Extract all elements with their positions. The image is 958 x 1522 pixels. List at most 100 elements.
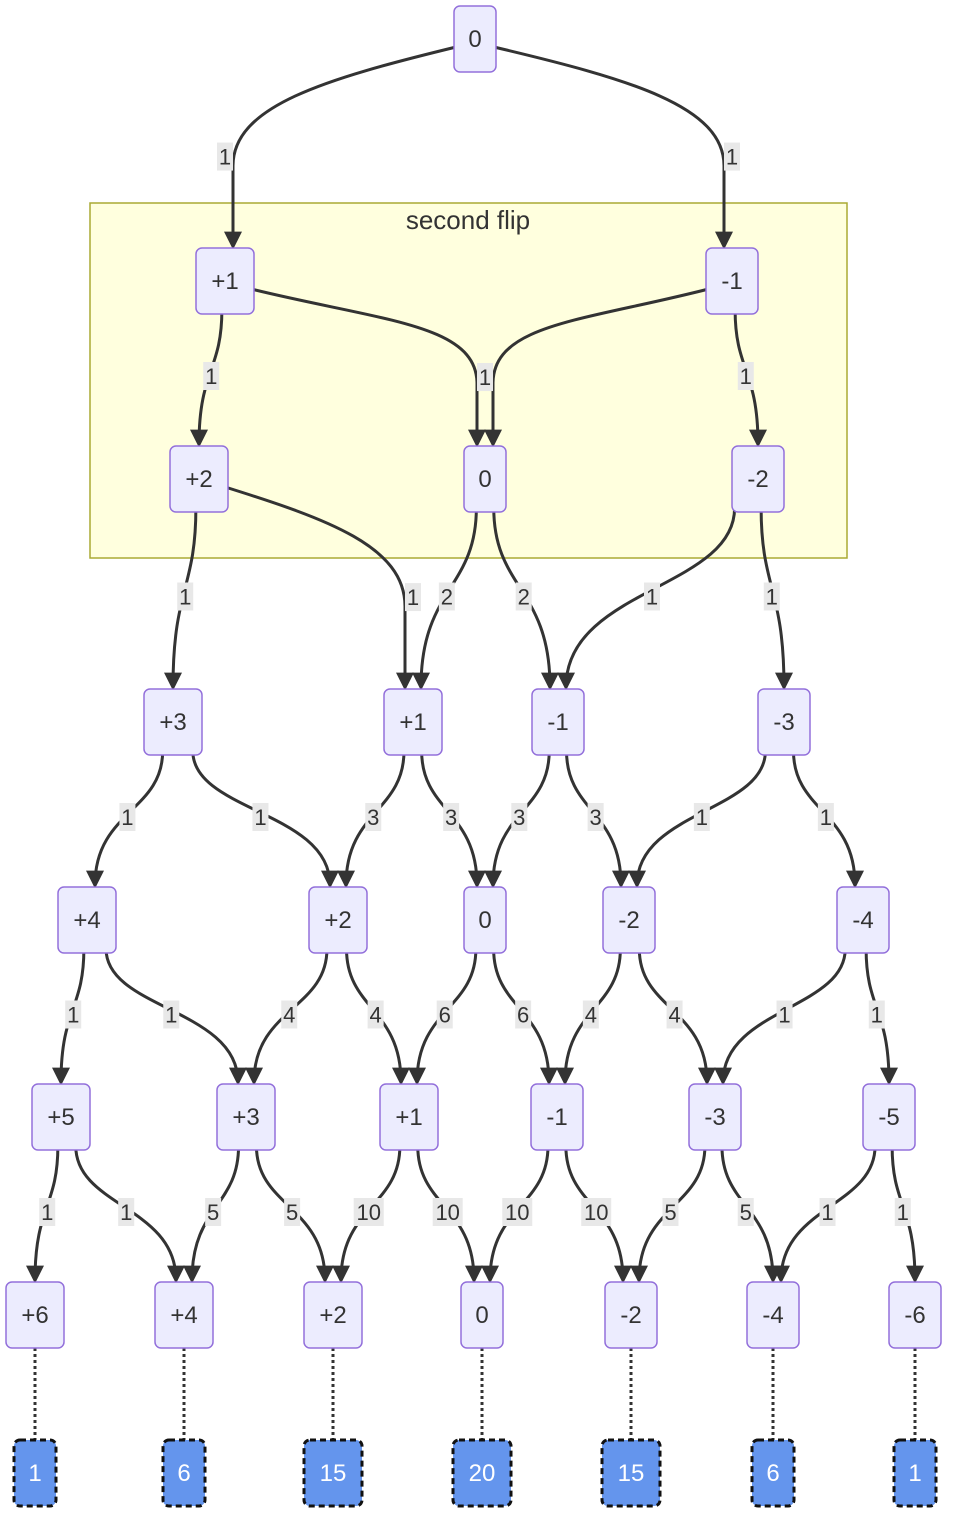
edge-b2-to-c1 (224, 485, 414, 691)
edge-label-text: 1 (778, 1003, 790, 1028)
links-layer (33, 1348, 917, 1440)
state-node-e5: +5 (31, 1083, 91, 1151)
edge-label-text: 10 (435, 1200, 459, 1225)
edge-label-bg (644, 582, 660, 611)
state-node-f2: +2 (303, 1281, 363, 1349)
edge-label-bg (515, 582, 532, 611)
state-node-box (303, 1281, 363, 1349)
state-node-label: +2 (185, 466, 212, 493)
state-node-label: -3 (773, 709, 794, 736)
state-node-label: -2 (747, 466, 768, 493)
edge-label-text: 5 (207, 1200, 219, 1225)
state-node-box (463, 886, 507, 954)
edge-label-dm4-to-em3: 1 (776, 1000, 793, 1029)
state-node-em5: -5 (862, 1083, 916, 1151)
edge-label-bg (502, 1198, 533, 1226)
edge-label-text: 1 (696, 805, 708, 830)
state-node-box (5, 1281, 65, 1349)
state-node-box (604, 1281, 658, 1349)
state-node-am1: -1 (705, 247, 759, 315)
edge-label-text: 1 (179, 585, 191, 610)
edge-label-c3-to-d2: 1 (252, 803, 269, 831)
edge-label-em1-to-f0: 10 (502, 1198, 533, 1226)
state-node-box (195, 247, 255, 315)
edge-label-bg (438, 582, 455, 611)
result-node-label: 6 (177, 1460, 190, 1487)
result-node-box (892, 1438, 938, 1508)
edge-label-d0-to-e1: 6 (436, 1000, 453, 1029)
edge-label-bg (443, 803, 460, 831)
edge-am1-to-b0 (484, 287, 709, 448)
edge-label-c1-to-d0: 3 (443, 803, 460, 831)
edge-label-e3-to-f2: 5 (284, 1198, 301, 1226)
edge-label-dm2-to-em3: 4 (666, 1000, 683, 1029)
edge-label-bm2-to-cm3: 1 (763, 582, 780, 611)
state-node-dm4: -4 (836, 886, 890, 954)
result-node-g2: 15 (302, 1438, 364, 1508)
state-node-box (836, 886, 890, 954)
edge-arrow (250, 287, 486, 448)
edge-label-text: 1 (479, 365, 491, 390)
edge-label-bg (281, 1000, 298, 1029)
edge-label-text: 5 (740, 1200, 752, 1225)
edge-label-am1-to-b0: 1 (477, 363, 493, 392)
edge-label-text: 1 (407, 585, 419, 610)
edge-label-bg (737, 362, 754, 390)
edge-label-bg (477, 363, 493, 392)
state-node-label: +1 (211, 268, 238, 295)
state-node-box (57, 886, 117, 954)
cluster-label: second flip (406, 205, 530, 235)
edge-label-text: 2 (518, 585, 530, 610)
state-node-box (531, 688, 585, 756)
edge-label-bg (205, 1198, 222, 1226)
state-node-e1: +1 (379, 1083, 439, 1151)
result-node-g4: 6 (161, 1438, 207, 1508)
edge-label-em3-to-fm2: 5 (662, 1198, 679, 1226)
state-node-box (862, 1083, 916, 1151)
state-node-label: -5 (878, 1104, 899, 1131)
edge-label-text: 4 (370, 1003, 382, 1028)
edge-label-b0-to-c1: 2 (438, 582, 455, 611)
edge-label-bg (365, 803, 382, 831)
state-node-b2: +2 (169, 445, 229, 513)
edge-label-text: 3 (367, 805, 379, 830)
state-node-d2: +2 (308, 886, 368, 954)
state-node-box (31, 1083, 91, 1151)
state-node-bm2: -2 (731, 445, 785, 513)
edge-label-bg (737, 1198, 754, 1226)
state-node-b0: 0 (463, 445, 507, 513)
edge-label-text: 1 (871, 1003, 883, 1028)
edge-label-text: 1 (726, 145, 738, 170)
state-node-box (154, 1281, 214, 1349)
state-node-fm6: -6 (888, 1281, 942, 1349)
result-node-gm2: 15 (600, 1438, 662, 1508)
state-node-fm4: -4 (746, 1281, 800, 1349)
edge-label-bm2-to-cm1: 1 (644, 582, 660, 611)
edge-label-bg (515, 1000, 532, 1029)
state-node-cm1: -1 (531, 688, 585, 756)
edge-label-bg (163, 1000, 180, 1029)
edge-label-text: 1 (740, 364, 752, 389)
edge-label-e1-to-f2: 10 (353, 1198, 384, 1226)
result-node-label: 6 (766, 1460, 779, 1487)
edge-label-bg (353, 1198, 384, 1226)
edge-label-text: 6 (517, 1003, 529, 1028)
edge-label-bg (894, 1198, 911, 1226)
state-node-label: -1 (547, 709, 568, 736)
edge-label-bg (252, 803, 269, 831)
edge-label-text: 10 (505, 1200, 529, 1225)
state-node-r0: 0 (453, 5, 497, 73)
state-node-label: -4 (762, 1302, 783, 1329)
edge-label-dm2-to-em1: 4 (582, 1000, 599, 1029)
state-node-label: +3 (159, 709, 186, 736)
edge-label-bg (39, 1198, 56, 1226)
edge-label-bg (203, 362, 220, 390)
edge-label-text: 10 (584, 1200, 608, 1225)
edge-label-bg (217, 142, 233, 171)
state-node-label: +4 (170, 1302, 197, 1329)
state-node-label: 0 (475, 1302, 488, 1329)
edge-label-r0-to-a1: 1 (217, 142, 233, 171)
edge-label-text: 6 (439, 1003, 451, 1028)
